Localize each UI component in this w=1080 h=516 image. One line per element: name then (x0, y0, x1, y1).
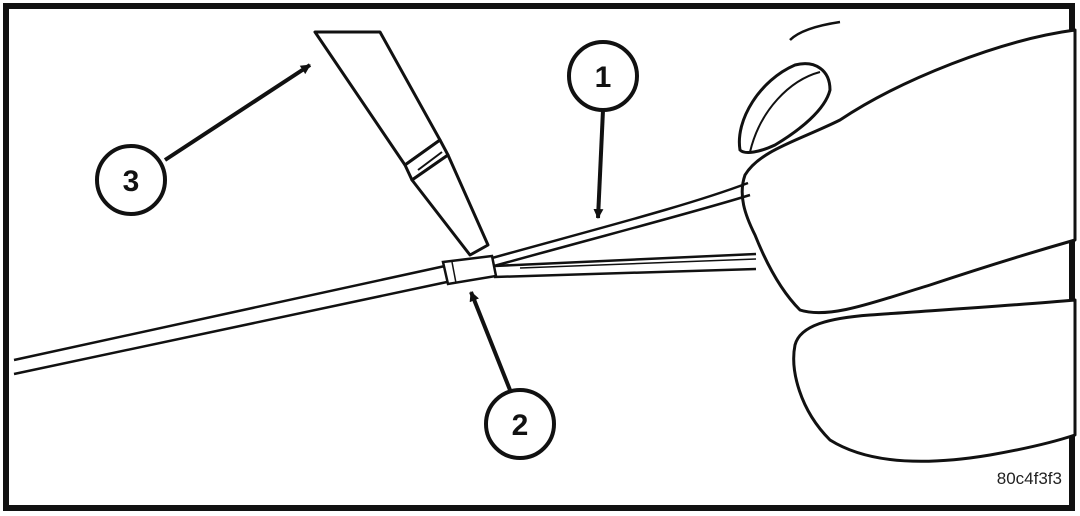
wire-upper (491, 181, 751, 268)
callout-1: 1 (567, 40, 639, 219)
callout-3: 3 (95, 63, 312, 216)
callout-1-arrow (593, 109, 605, 219)
callout-3-label: 3 (123, 165, 140, 198)
heat-tool (313, 30, 490, 257)
callout-2-label: 2 (512, 409, 529, 442)
callout-3-circle (95, 144, 167, 216)
figure-id: 80c4f3f3 (997, 469, 1062, 488)
fingers (737, 20, 1077, 463)
callout-2-circle (484, 388, 556, 460)
wire-left (13, 264, 448, 376)
wire-lower (493, 252, 757, 279)
splice-sleeve (441, 254, 498, 286)
callout-1-label: 1 (595, 61, 612, 94)
callout-2: 2 (469, 291, 556, 460)
callout-3-arrow (163, 63, 312, 162)
callout-2-arrow (469, 291, 512, 391)
callout-1-circle (567, 40, 639, 112)
